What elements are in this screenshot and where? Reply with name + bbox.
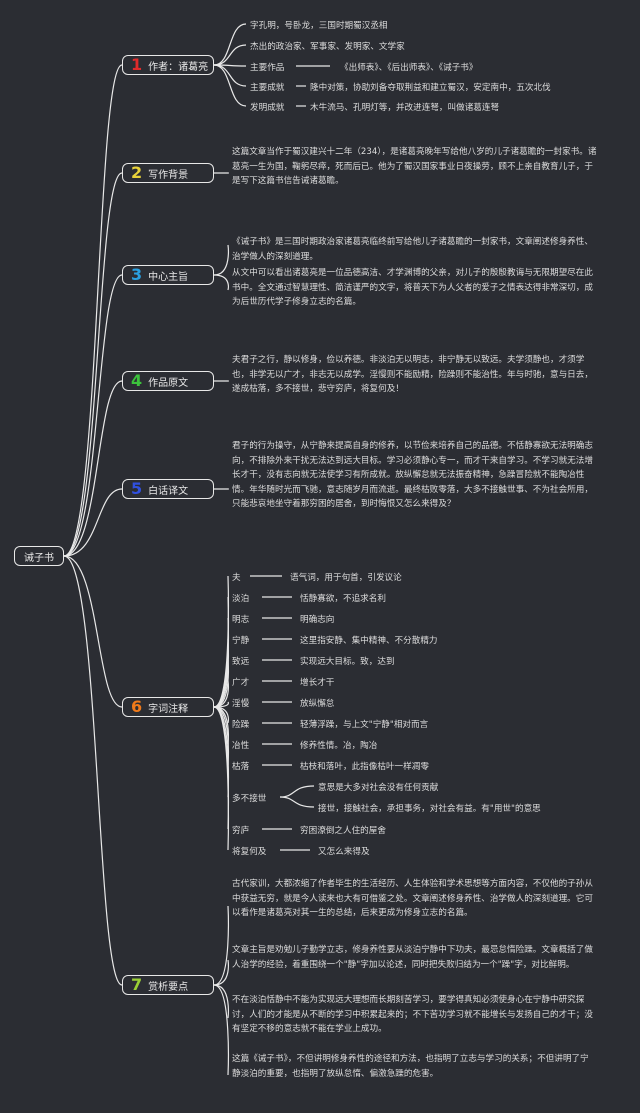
branch-number: 3 (131, 265, 143, 284)
child-connector (213, 984, 229, 1076)
note-def: 又怎么来得及 (318, 847, 370, 857)
note-def: 修养性情。冶，陶冶 (300, 741, 378, 751)
branch-label: 作者：诸葛亮 (148, 61, 209, 73)
note-def: 语气词，用于句首，引发议论 (290, 573, 402, 583)
child-connector (213, 659, 229, 708)
branch-label: 字词注释 (148, 703, 189, 715)
note-term: 淡泊 (232, 594, 250, 604)
works-value: 《出师表》、《后出师表》、《诫子书》 (340, 63, 478, 73)
child-connector (213, 706, 229, 851)
branch-label: 赏析要点 (148, 981, 189, 993)
note-def: 轻薄浮躁，与上文"宁静"相对而言 (300, 720, 429, 730)
child-connector (213, 64, 247, 107)
theme-text-1: 《诫子书》是三国时期政治家诸葛亮临终前写给他儿子诸葛瞻的一封家书，文章阐述修身养… (232, 237, 593, 262)
background-text: 这篇文章当作于蜀汉建兴十二年（234），是诸葛亮晚年写给他八岁的儿子诸葛瞻的一封… (232, 147, 597, 186)
child-connector (213, 64, 247, 87)
note-term: 多不接世 (232, 794, 267, 804)
child-connector (213, 44, 247, 66)
branch-original[interactable]: 4 作品原文 (122, 371, 214, 391)
branch-translation[interactable]: 5 白话译文 (122, 479, 214, 499)
author-line1: 字孔明，号卧龙，三国时期蜀汉丞相 (250, 21, 388, 31)
sub-connector (279, 785, 315, 798)
note-term: 明志 (232, 615, 250, 625)
root-branch-connector (63, 488, 123, 557)
child-connector (213, 23, 247, 66)
branch-author[interactable]: 1 作者：诸葛亮 (122, 55, 214, 75)
note-term: 穷庐 (232, 826, 250, 836)
note-term: 淫慢 (232, 699, 250, 709)
analysis-para-2: 文章主旨是劝勉儿子勤学立志，修身养性要从淡泊宁静中下功夫，最忌怠惰险躁。文章概括… (232, 945, 593, 970)
branch-number: 1 (131, 55, 143, 74)
note-def: 穷困潦倒之人住的屋舍 (300, 826, 386, 836)
branch-background[interactable]: 2 写作背景 (122, 163, 214, 183)
note-def: 放纵懈怠 (300, 699, 335, 709)
note-def: 增长才干 (300, 678, 335, 688)
child-connector (213, 959, 229, 986)
original-text: 夫君子之行，静以修身，俭以养德。非淡泊无以明志，非宁静无以致远。夫学须静也，才须… (232, 355, 593, 394)
branch-label: 中心主旨 (148, 271, 189, 283)
root-branch-connector (63, 172, 123, 557)
works-label: 主要作品 (250, 63, 285, 73)
branch-notes[interactable]: 6 字词注释 (122, 697, 214, 717)
note-sub: 接世，接触社会，承担事务，对社会有益。有"用世"的意思 (318, 804, 541, 814)
analysis-para-4: 这篇《诫子书》，不但讲明修身养性的途径和方法，也指明了立志与学习的关系；不但讲明… (232, 1054, 589, 1079)
note-def: 实现远大目标。致，达到 (300, 657, 395, 667)
branch-number: 5 (131, 479, 143, 498)
root-branch-connector (63, 555, 123, 708)
analysis-para-1: 古代家训，大都浓缩了作者毕生的生活经历、人生体验和学术思想等方面内容，不仅他的子… (232, 879, 593, 918)
invent-label: 发明成就 (250, 103, 285, 113)
achieve-value: 隆中对策，协助刘备夺取荆益和建立蜀汉，安定南中，五次北伐 (310, 83, 551, 93)
root-branch-connector (63, 555, 123, 986)
note-def: 枯枝和落叶，此指像枯叶一样凋零 (300, 762, 429, 772)
branch-number: 4 (131, 371, 143, 390)
achieve-label: 主要成就 (250, 83, 285, 93)
branch-theme[interactable]: 3 中心主旨 (122, 265, 214, 285)
sub-connector (279, 796, 315, 808)
note-def: 恬静寡欲，不追求名利 (300, 594, 386, 604)
root-branch-connector (63, 64, 123, 557)
root-label: 诫子书 (24, 552, 54, 564)
branch-analysis[interactable]: 7 赏析要点 (122, 975, 214, 995)
note-term: 险躁 (232, 720, 250, 730)
note-def: 明确志向 (300, 615, 335, 625)
translation-text: 君子的行为操守，从宁静来提高自身的修养，以节俭来培养自己的品德。不恬静寡欲无法明… (232, 441, 593, 509)
branch-label: 白话译文 (148, 485, 189, 497)
note-term: 枯落 (232, 762, 250, 772)
note-def: 这里指安静、集中精神、不分散精力 (300, 636, 438, 646)
note-term: 广才 (232, 678, 250, 688)
root-branch-connector (63, 274, 123, 557)
branch-number: 2 (131, 163, 143, 182)
note-term: 致远 (232, 657, 250, 667)
note-sub: 意思是大多对社会没有任何贡献 (318, 783, 439, 793)
invent-value: 木牛流马、孔明灯等，并改进连弩，叫做诸葛连弩 (310, 103, 500, 113)
child-connector (213, 680, 229, 708)
root-branch-connector (63, 380, 123, 557)
note-term: 将复何及 (232, 847, 267, 857)
author-line2: 杰出的政治家、军事家、发明家、文学家 (250, 42, 405, 52)
branch-label: 作品原文 (148, 377, 189, 389)
child-connector (213, 905, 229, 986)
root-node[interactable]: 诫子书 (14, 546, 64, 566)
branch-number: 7 (131, 975, 143, 994)
note-term: 夫 (232, 573, 241, 583)
child-connector (213, 274, 229, 291)
branch-label: 写作背景 (148, 169, 189, 181)
note-term: 宁静 (232, 636, 250, 646)
child-connector (213, 244, 229, 276)
analysis-para-3: 不在淡泊恬静中不能为实现远大理想而长期刻苦学习，要学得真知必须使身心在宁静中研究… (232, 995, 593, 1034)
branch-number: 6 (131, 697, 143, 716)
theme-text-2: 从文中可以看出诸葛亮是一位品德高洁、才学渊博的父亲，对儿子的殷殷教诲与无限期望尽… (232, 268, 593, 307)
note-term: 冶性 (232, 741, 250, 751)
